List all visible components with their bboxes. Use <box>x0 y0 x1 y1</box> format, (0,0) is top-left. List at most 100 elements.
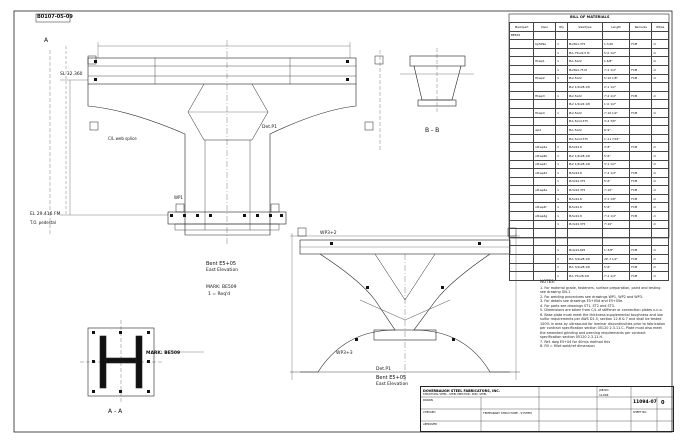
bom-cell: m <box>651 219 669 230</box>
bom-cell <box>629 236 653 247</box>
lower-view-detail: Det.P1 <box>376 367 392 372</box>
bom-cell <box>533 262 557 273</box>
bom-cell: 1 <box>555 90 568 101</box>
bom-cell: FCM <box>629 185 653 195</box>
bom-cell: PL28x2.75 M <box>566 64 604 75</box>
bom-cell: fl1wp2 <box>533 73 557 84</box>
bom-cell <box>508 228 535 238</box>
bom-cell: 1 <box>555 150 568 161</box>
bom-cell: 1 <box>555 245 568 256</box>
bom-cell <box>533 254 557 264</box>
title-block: DOVERBAUGH STEEL FABRICATORS, INC. STRUC… <box>420 386 674 432</box>
bom-cell: m <box>651 150 669 161</box>
bom-cell <box>533 193 557 204</box>
note-item: 5. Dimensions are taken from C/L of stif… <box>540 308 663 312</box>
bom-cell <box>508 245 535 256</box>
bom-cell: 1 <box>555 262 568 273</box>
bom-cell <box>629 150 653 161</box>
bom-cell: FCM <box>629 271 653 281</box>
upper-view-mark: MARK: BE509 <box>206 285 237 290</box>
drawing-id-box <box>35 13 71 23</box>
bom-cell <box>555 236 568 247</box>
bom-cell: m <box>651 254 669 264</box>
bom-cell: PL2 1/4x28.1/8 <box>566 82 604 92</box>
bom-cell: 7'-10 1/2" <box>601 107 631 118</box>
bom-cell: 1 <box>555 107 568 118</box>
bom-cell: m <box>651 245 669 256</box>
bom-cell: FCM <box>629 211 653 221</box>
bom-cell: m <box>651 211 669 221</box>
note-item: 7. Ref. dwg E5+04 for 40m/s method this <box>540 339 611 344</box>
bom-cell: FCM <box>629 142 653 152</box>
bom-cell: PL2.5x22 <box>566 107 604 118</box>
bom-cell: FCM <box>629 168 653 178</box>
bom-cell: 2'-1 1/2" <box>601 82 631 92</box>
bom-cell: PL1.5x14.375 <box>566 133 604 144</box>
bom-cell: PL3x24.375 <box>566 185 604 195</box>
bom-cell <box>533 116 557 127</box>
bom-cell: FCM <box>629 39 653 49</box>
bom-cell: 1 <box>555 47 568 58</box>
bom-cell <box>629 159 653 170</box>
bom-row <box>508 236 669 247</box>
section-bb-label: B - B <box>425 127 440 134</box>
bom-cell <box>533 228 557 238</box>
bom-cell <box>629 125 653 135</box>
bom-cell: FCM <box>629 176 653 187</box>
bom-cell <box>533 99 557 109</box>
bom-cell <box>651 133 669 144</box>
bom-cell <box>508 64 535 75</box>
bolt-marks-lower <box>330 242 481 341</box>
bom-cell: 7'-10" <box>601 185 631 195</box>
bom-cell: fl1wp1 <box>533 56 557 66</box>
notes-list: 1. For material grade, fasteners, surfac… <box>540 286 666 349</box>
wp-callout-3: WP3+3 <box>336 351 353 356</box>
bom-cell <box>566 228 604 238</box>
bom-cell: 7'-2 1/4" <box>601 90 631 101</box>
bom-cell: m <box>651 202 669 213</box>
bom-cell: 1-6/8" <box>601 56 631 66</box>
company-name: DOVERBAUGH STEEL FABRICATORS, INC. <box>423 389 500 393</box>
title-block-grid <box>421 387 673 431</box>
notes-title: NOTES: <box>540 279 555 284</box>
bolt-marks-upper <box>94 60 349 217</box>
bom-cell: m <box>651 193 669 204</box>
lower-view-title: Bent E5+05 <box>376 375 407 381</box>
section-markers <box>87 55 517 237</box>
bom-cell <box>508 133 535 144</box>
bom-cell: BE509 <box>508 30 535 41</box>
bom-cell <box>629 99 653 109</box>
bom-cell: FCM <box>629 245 653 256</box>
bom-cell <box>629 82 653 92</box>
note-item: 1. For material grade, fasteners, surfac… <box>540 285 661 295</box>
bom-cell <box>651 228 669 238</box>
bom-cell <box>508 150 535 161</box>
lower-view-subtitle: East Elevation <box>376 382 409 387</box>
bom-cell <box>533 82 557 92</box>
bom-cell <box>555 82 568 92</box>
bom-cell: PL2.5x22 <box>566 73 604 84</box>
bom-cell: PL2.5x22 <box>566 90 604 101</box>
bom-cell: m <box>651 90 669 101</box>
job-number: 11094 <box>599 393 609 397</box>
bom-header-cell: Wt/ea <box>651 22 669 32</box>
note-item: 2. For welding procedures see drawings W… <box>540 294 643 299</box>
bom-row: BE509 <box>508 30 669 41</box>
bom-cell: 5'-6" <box>601 202 631 213</box>
bom-cell: st1wp4e <box>533 185 557 195</box>
job-label: JOB NO. <box>599 389 610 392</box>
bom-header-cell: Size/Type <box>566 22 604 32</box>
bom-cell <box>533 236 557 247</box>
bom-cell: m <box>651 159 669 170</box>
bom-cell: 1 <box>555 254 568 264</box>
section-label-a: A <box>44 37 49 44</box>
bom-cell <box>533 133 557 144</box>
note-item: 3. For details see drawings E5+05d and E… <box>540 299 624 303</box>
bom-cell: st1wp4f <box>533 202 557 213</box>
